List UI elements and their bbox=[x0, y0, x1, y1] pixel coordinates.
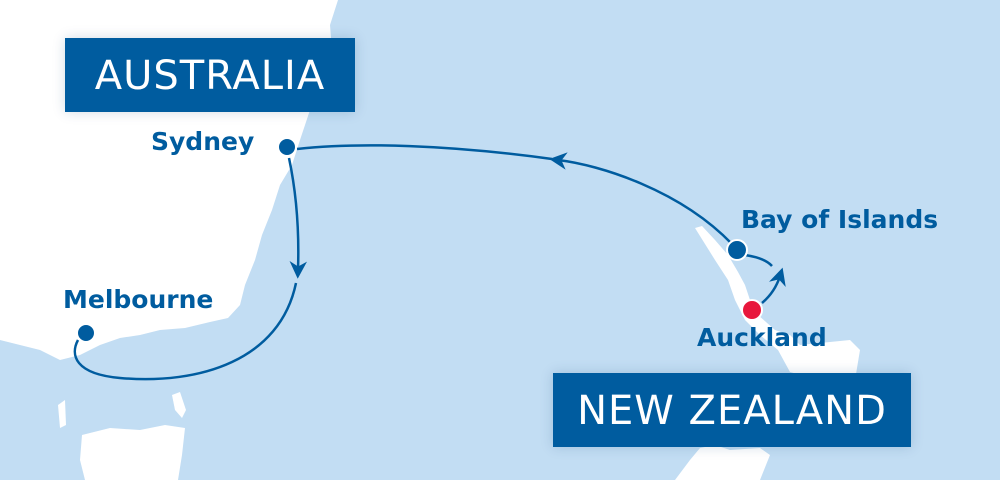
route-sydney-to-melbourne-tail bbox=[73, 282, 298, 381]
melbourne-label: Melbourne bbox=[63, 285, 214, 314]
tasmania-landmass bbox=[80, 425, 185, 480]
new-zealand-south-tip bbox=[675, 445, 770, 480]
new-zealand-north-island bbox=[695, 226, 860, 380]
bay-of-islands-label: Bay of Islands bbox=[741, 205, 939, 234]
route-sydney-to-melbourne bbox=[287, 157, 308, 279]
route-bay-of-islands-arc bbox=[744, 253, 773, 267]
route-bay-of-islands-to-sydney-tail bbox=[296, 144, 553, 161]
sydney-marker[interactable] bbox=[277, 137, 297, 157]
new-zealand-label: NEW ZEALAND bbox=[553, 373, 911, 447]
auckland-label: Auckland bbox=[697, 323, 827, 352]
bay-of-islands-marker[interactable] bbox=[726, 239, 748, 261]
island bbox=[58, 400, 66, 428]
route-auckland-to-bay-of-islands bbox=[761, 267, 786, 304]
melbourne-marker[interactable] bbox=[76, 323, 96, 343]
australia-label: AUSTRALIA bbox=[65, 38, 355, 112]
auckland-marker[interactable] bbox=[741, 299, 763, 321]
island bbox=[172, 392, 186, 418]
route-bay-of-islands-to-sydney bbox=[549, 152, 733, 245]
sydney-label: Sydney bbox=[151, 127, 255, 156]
